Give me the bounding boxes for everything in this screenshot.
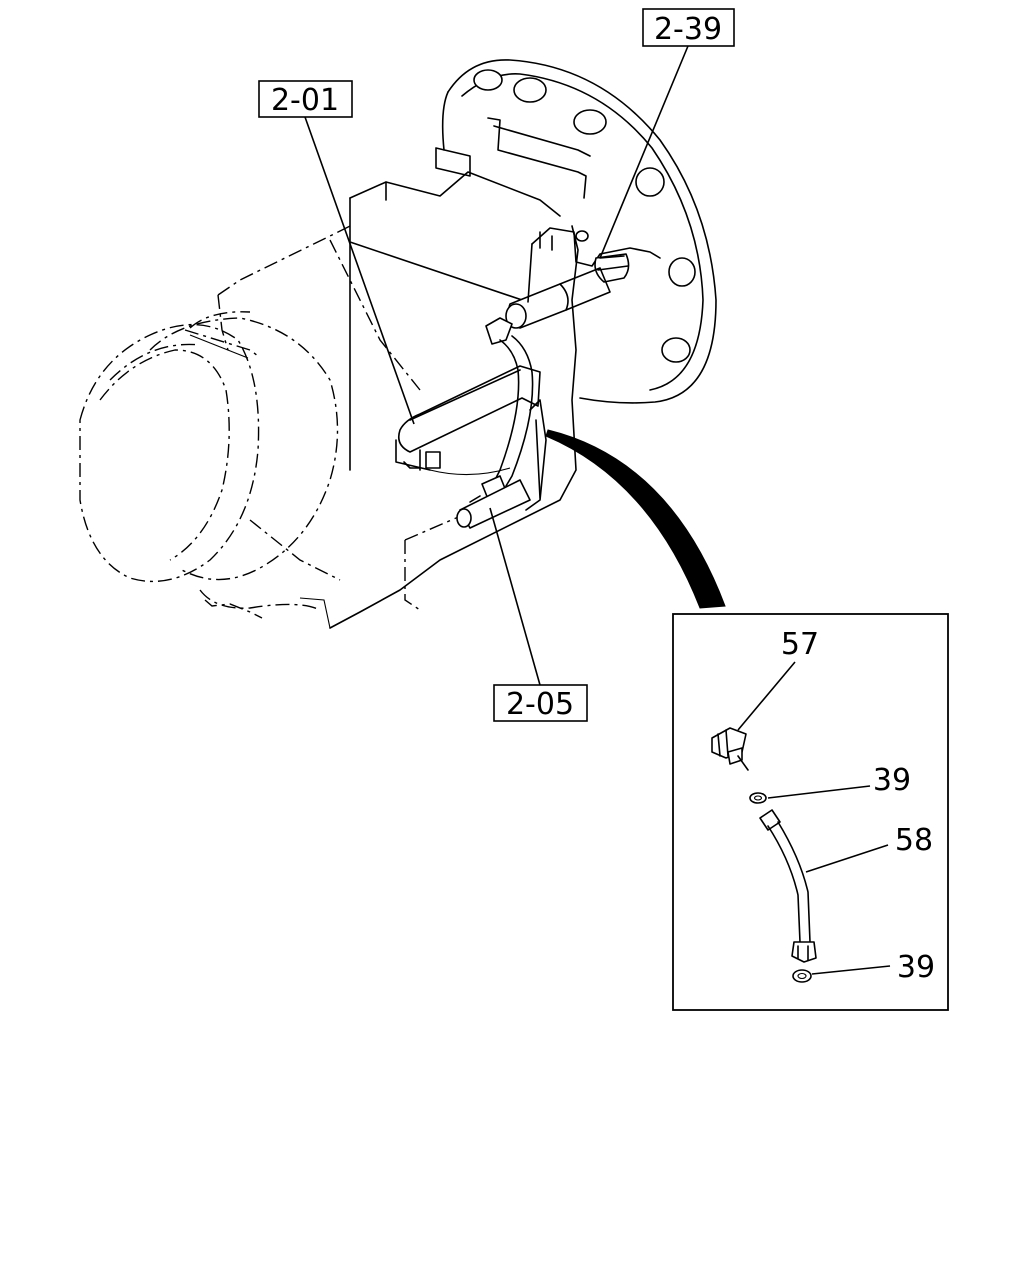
part-39-lower-washer[interactable]: 39 — [792, 950, 935, 985]
leader-line-2-01 — [304, 116, 415, 425]
flange-bolts — [473, 69, 696, 363]
leader-line-2-39 — [599, 45, 689, 259]
transmission-assembly — [79, 59, 717, 629]
detail-view: 57 39 58 39 — [672, 613, 949, 1011]
part-57-label: 57 — [781, 627, 819, 662]
reference-label-2-39[interactable]: 2-39 — [599, 8, 735, 259]
leader-line-2-05 — [489, 507, 541, 686]
detail-callout-arrow — [545, 429, 726, 609]
svg-text:2-05: 2-05 — [506, 687, 574, 722]
svg-text:2-01: 2-01 — [271, 83, 339, 118]
part-58-label: 58 — [895, 823, 933, 858]
valve-assembly — [485, 227, 661, 345]
front-housing — [79, 311, 339, 619]
reference-label-2-05[interactable]: 2-05 — [489, 507, 588, 722]
part-39-lower-label: 39 — [897, 950, 935, 985]
cooler-tube-assembly — [395, 365, 541, 476]
part-58-pipe[interactable]: 58 — [759, 809, 933, 963]
installed-pipe — [469, 335, 534, 505]
lower-fitting — [456, 399, 547, 529]
part-57-fitting[interactable]: 57 — [711, 627, 819, 771]
svg-text:2-39: 2-39 — [654, 12, 722, 47]
reference-label-2-01[interactable]: 2-01 — [258, 80, 415, 425]
part-39-upper-washer[interactable]: 39 — [749, 763, 911, 804]
flywheel-housing — [435, 59, 717, 404]
part-39-upper-label: 39 — [873, 763, 911, 798]
transmission-case — [217, 171, 579, 629]
